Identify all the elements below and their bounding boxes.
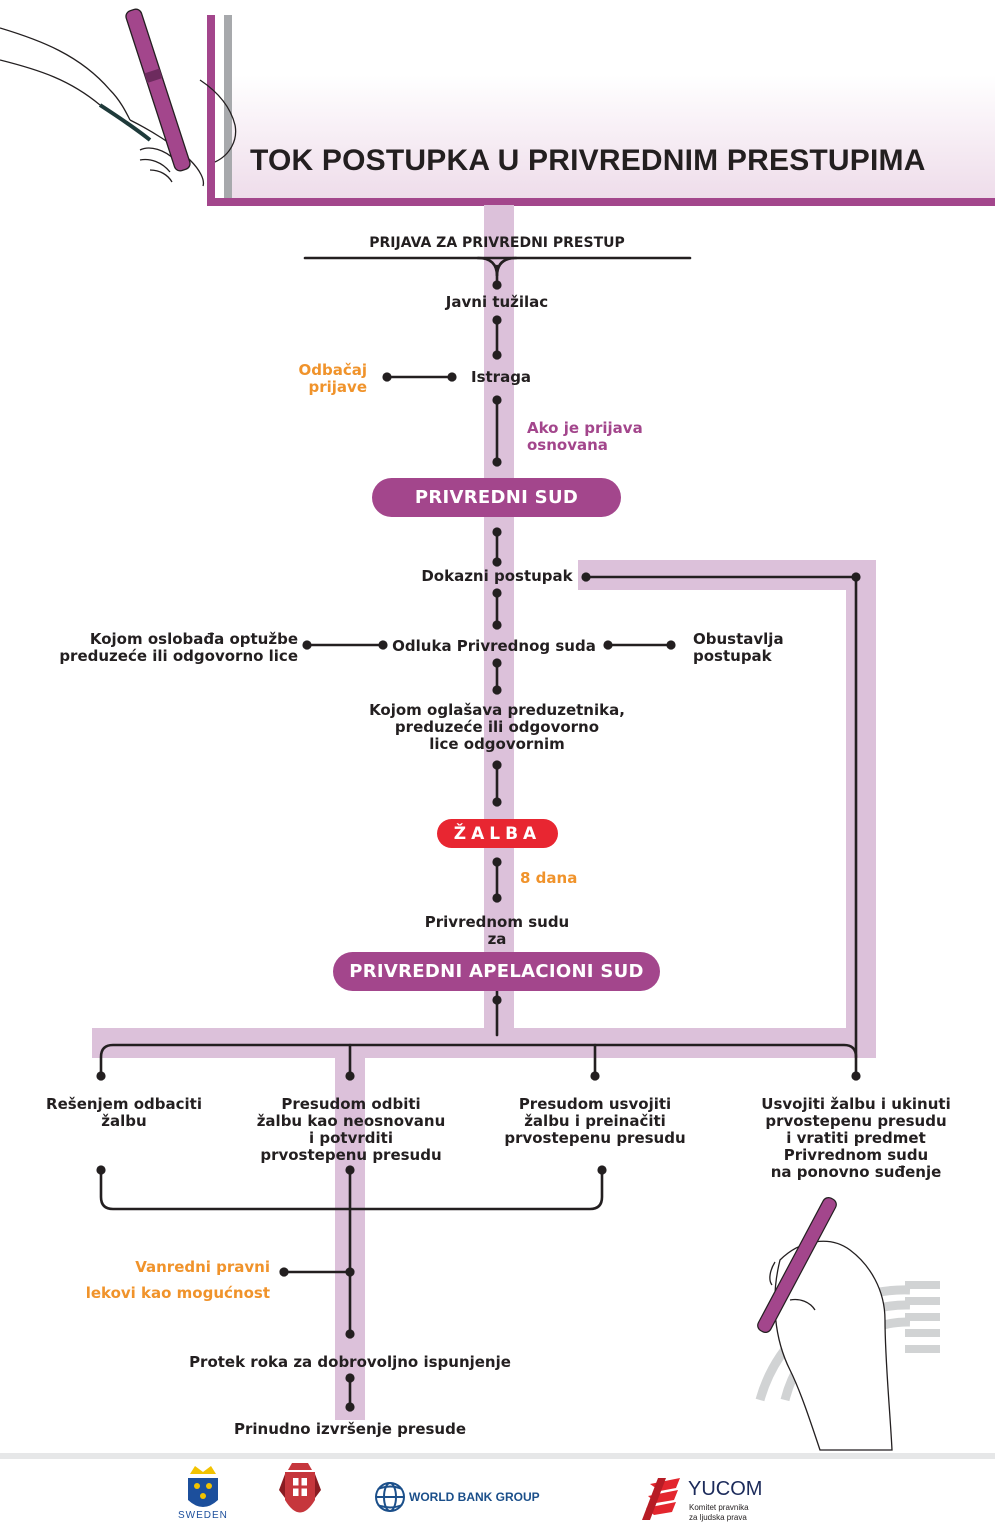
yucom-logo-text: YUCOM [688,1478,763,1500]
odbacaj-line-1: Odbačaj [298,361,367,379]
protek-label: Protek roka za dobrovoljno ispunjenje [189,1353,511,1371]
sweden-crest-icon [188,1466,218,1507]
oglasava-label: Kojom oglašava preduzetnika, preduzeće i… [369,702,625,753]
outcome-1-line-2: žalbu [101,1112,147,1130]
obustavlja-label: Obustavlja postupak [693,631,784,665]
prinudno-label: Prinudno izvršenje presude [233,1420,467,1438]
outcome-4-line-5: na ponovno suđenje [770,1163,942,1181]
javni-tuzilac-label: Javni tužilac [445,293,549,311]
ako-line-1: Ako je prijava [527,419,643,437]
outcome-2: Presudom odbiti žalbu kao neosnovanu i p… [257,1096,446,1164]
outcome-2-line-3: i potvrditi [309,1129,393,1147]
zalba-badge: ŽALBA [437,819,558,848]
vanredni-label: Vanredni pravni lekovi kao mogućnost [86,1254,270,1306]
page-title: TOK POSTUPKA U PRIVREDNIM PRESTUPIMA [250,144,926,177]
odluka-label: Odluka Privrednog suda [392,637,596,655]
header-underline [207,198,995,206]
obustavlja-line-1: Obustavlja [693,630,784,648]
outcome-3-line-1: Presudom usvojiti [518,1095,672,1113]
istraga-label: Istraga [471,368,532,386]
outcome-3: Presudom usvojiti žalbu i preinačiti prv… [504,1096,685,1147]
outcome-2-line-2: žalbu kao neosnovanu [256,1112,446,1130]
privrednom-line-1: Privrednom sudu [424,913,570,931]
outcome-3-line-3: prvostepenu presudu [504,1129,686,1147]
flow-lines [99,256,858,1409]
prijava-label: PRIJAVA ZA PRIVREDNI PRESTUP [369,235,625,251]
header-stripes [207,15,232,205]
header-band [232,75,995,200]
ako-label: Ako je prijava osnovana [527,420,643,454]
oglasava-line-2: preduzeće ili odgovorno [394,718,600,736]
dokazni-label: Dokazni postupak [421,567,573,585]
world-bank-logo-text: WORLD BANK GROUP [409,1490,540,1504]
yucom-subtitle-line-2: za ljudska prava [689,1513,747,1522]
flow-bands [92,205,876,1420]
footer-divider [0,1453,995,1459]
privrednom-sudu-label: Privrednom sudu za [425,914,569,948]
outcome-2-line-1: Presudom odbiti [281,1095,421,1113]
ako-line-2: osnovana [527,436,608,454]
odbacaj-label: Odbačaj prijave [298,362,367,396]
vanredni-line-2: lekovi kao mogućnost [85,1284,270,1302]
outcome-4-line-3: i vratiti predmet [786,1129,926,1147]
privrednom-line-2: za [487,930,507,948]
flow-dots [96,280,861,1412]
rok-label: 8 dana [520,869,578,887]
oglasava-line-3: lice odgovornim [429,735,565,753]
vanredni-line-1: Vanredni pravni [135,1258,270,1276]
obustavlja-line-2: postupak [693,647,772,665]
oslobadja-line-2: preduzeće ili odgovorno lice [59,647,298,665]
yucom-subtitle-line-1: Komitet pravnika [689,1503,749,1512]
sweden-logo-text: SWEDEN [178,1510,228,1521]
outcome-4: Usvojiti žalbu i ukinuti prvostepenu pre… [761,1096,950,1181]
outcome-4-line-1: Usvojiti žalbu i ukinuti [761,1095,951,1113]
outcome-3-line-2: žalbu i preinačiti [524,1112,666,1130]
pen-hand-top-icon [0,8,237,187]
odbacaj-line-2: prijave [308,378,368,396]
yucom-subtitle: Komitet pravnika za ljudska prava [689,1503,749,1523]
oslobadja-label: Kojom oslobađa optužbe preduzeće ili odg… [59,631,298,665]
outcome-2-line-4: prvostepenu presudu [260,1146,442,1164]
outcome-1-line-1: Rešenjem odbaciti [46,1095,202,1113]
serbia-crest-icon [279,1463,321,1513]
oslobadja-line-1: Kojom oslobađa optužbe [89,630,298,648]
outcome-4-line-4: Privrednom sudu [783,1146,929,1164]
pen-hand-bottom-icon [755,1197,940,1451]
oglasava-line-1: Kojom oglašava preduzetnika, [369,701,625,719]
yucom-logo-icon [642,1478,680,1520]
outcome-4-line-2: prvostepenu presudu [765,1112,947,1130]
privredni-sud-badge: PRIVREDNI SUD [372,478,621,517]
world-bank-globe-icon [375,1482,405,1512]
outcome-1: Rešenjem odbaciti žalbu [46,1096,202,1130]
apelacioni-sud-badge: PRIVREDNI APELACIONI SUD [333,952,660,991]
